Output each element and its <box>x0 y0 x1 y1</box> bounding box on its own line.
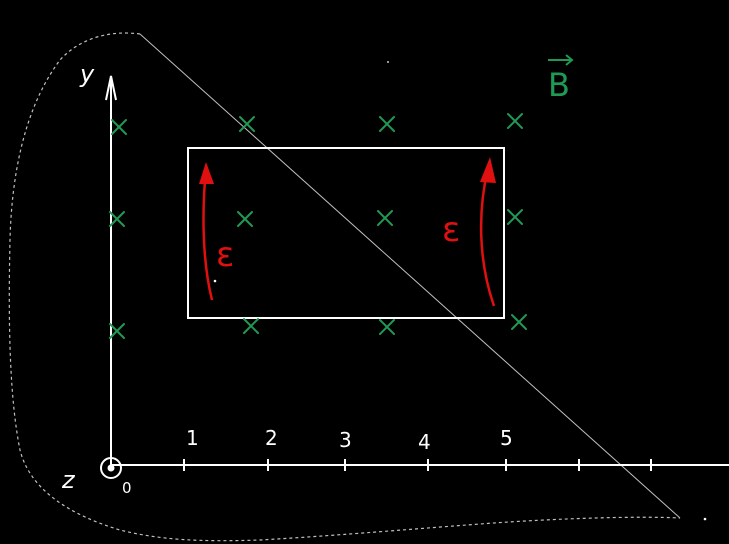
z-axis-out-of-page-icon <box>100 457 122 479</box>
x-tick-label: 1 <box>186 426 199 450</box>
emf-right-arrow <box>479 167 496 307</box>
x-tick-label: 5 <box>500 426 513 450</box>
x-tick-label: 4 <box>418 430 431 454</box>
field-region-outline <box>8 32 681 542</box>
emf-left-arrowhead-icon <box>199 162 214 184</box>
field-cross-icon <box>379 116 395 132</box>
field-cross-icon <box>511 314 527 330</box>
magnetic-field-crosses <box>109 113 527 339</box>
emf-left: ε <box>199 162 234 301</box>
z-axis-dot <box>107 464 115 472</box>
field-cross-icon <box>109 211 125 227</box>
emf-right-label: ε <box>442 210 460 250</box>
field-cross-icon <box>243 318 259 334</box>
y-axis-label: y <box>79 60 95 88</box>
emf-left-label: ε <box>216 235 234 275</box>
chalk-speck <box>703 517 707 521</box>
emf-left-arrow <box>202 167 214 301</box>
emf-right: ε <box>442 157 496 307</box>
field-cross-icon <box>507 209 523 225</box>
field-label-b: B <box>548 54 574 104</box>
field-cross-icon <box>507 113 523 129</box>
chalk-speck <box>213 279 217 283</box>
field-cross-icon <box>111 119 127 135</box>
emf-right-arrowhead-icon <box>480 157 496 183</box>
x-axis-tick-labels: 1 2 3 4 5 <box>186 426 513 454</box>
origin-label: 0 <box>122 479 132 497</box>
y-axis-arrow <box>105 75 117 101</box>
field-cross-icon <box>237 211 253 227</box>
diagonal-boundary-line <box>139 33 681 519</box>
vector-arrow-icon <box>548 54 574 66</box>
field-cross-icon <box>109 323 125 339</box>
field-cross-icon <box>377 210 393 226</box>
conducting-loop <box>187 147 505 319</box>
x-tick-label: 2 <box>265 426 278 450</box>
field-label-text: B <box>548 66 570 104</box>
z-axis-label: z <box>61 466 76 494</box>
x-axis-ticks <box>183 459 652 471</box>
x-tick-label: 3 <box>339 428 352 452</box>
field-cross-icon <box>379 319 395 335</box>
field-cross-icon <box>239 116 255 132</box>
chalk-speck <box>387 61 389 63</box>
